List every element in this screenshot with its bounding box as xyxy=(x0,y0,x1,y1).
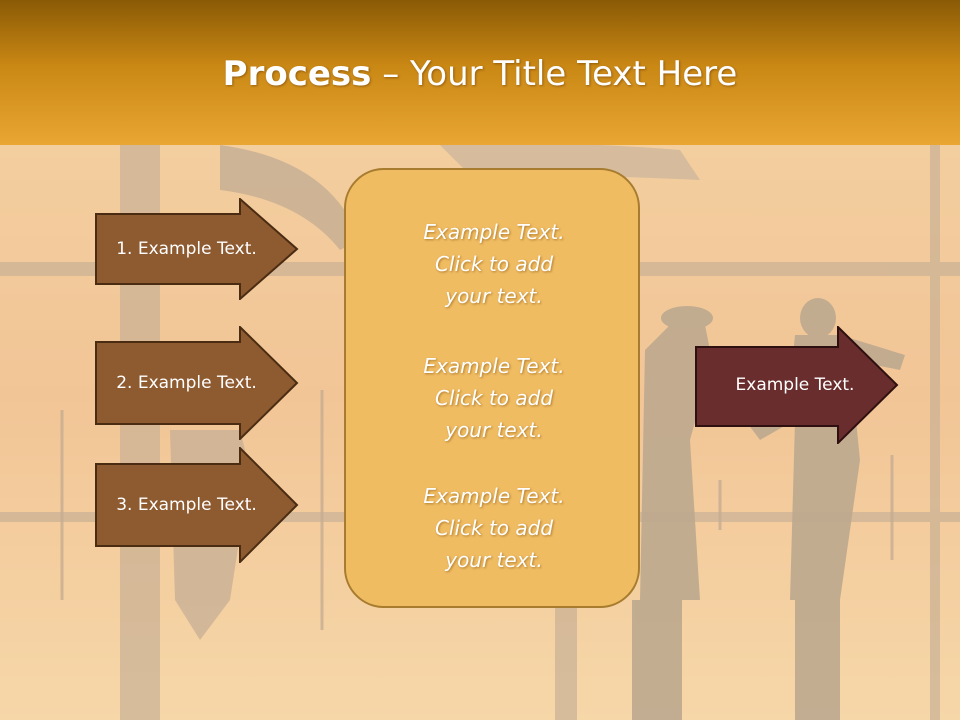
center-text-block-1: Example Text. Click to add your text. xyxy=(346,216,642,312)
arrow-shape-icon xyxy=(695,326,899,444)
center-block-1-line-1: Example Text. xyxy=(423,220,565,244)
left-arrow-1[interactable]: 1. Example Text. xyxy=(95,198,300,300)
right-arrow[interactable]: Example Text. xyxy=(695,326,900,444)
title-bold: Process xyxy=(222,54,372,94)
center-text-block-3: Example Text. Click to add your text. xyxy=(346,480,642,576)
left-arrow-1-label: 1. Example Text. xyxy=(116,239,257,259)
center-block-2-line-3: your text. xyxy=(445,418,543,442)
left-arrow-2[interactable]: 2. Example Text. xyxy=(95,326,300,440)
center-block-2-line-2: Click to add xyxy=(434,386,554,410)
title-band xyxy=(0,0,960,145)
title-dash: – xyxy=(371,54,411,94)
arrow-shape-icon xyxy=(95,447,299,563)
center-block-1-line-2: Click to add xyxy=(434,252,554,276)
page-title: Process – Your Title Text Here xyxy=(0,52,960,96)
center-block-3-line-1: Example Text. xyxy=(423,484,565,508)
center-text-block-2: Example Text. Click to add your text. xyxy=(346,350,642,446)
center-block-3-line-2: Click to add xyxy=(434,516,554,540)
center-block-1-line-3: your text. xyxy=(445,284,543,308)
title-rest: Your Title Text Here xyxy=(410,54,738,94)
arrow-shape-icon xyxy=(95,198,299,300)
left-arrow-3[interactable]: 3. Example Text. xyxy=(95,447,300,563)
left-arrow-3-label: 3. Example Text. xyxy=(116,495,257,515)
arrow-shape-icon xyxy=(95,326,299,440)
left-arrow-2-label: 2. Example Text. xyxy=(116,373,257,393)
center-block-3-line-3: your text. xyxy=(445,548,543,572)
center-text-box[interactable]: Example Text. Click to add your text. Ex… xyxy=(344,168,640,608)
right-arrow-label: Example Text. xyxy=(735,375,855,395)
center-block-2-line-1: Example Text. xyxy=(423,354,565,378)
